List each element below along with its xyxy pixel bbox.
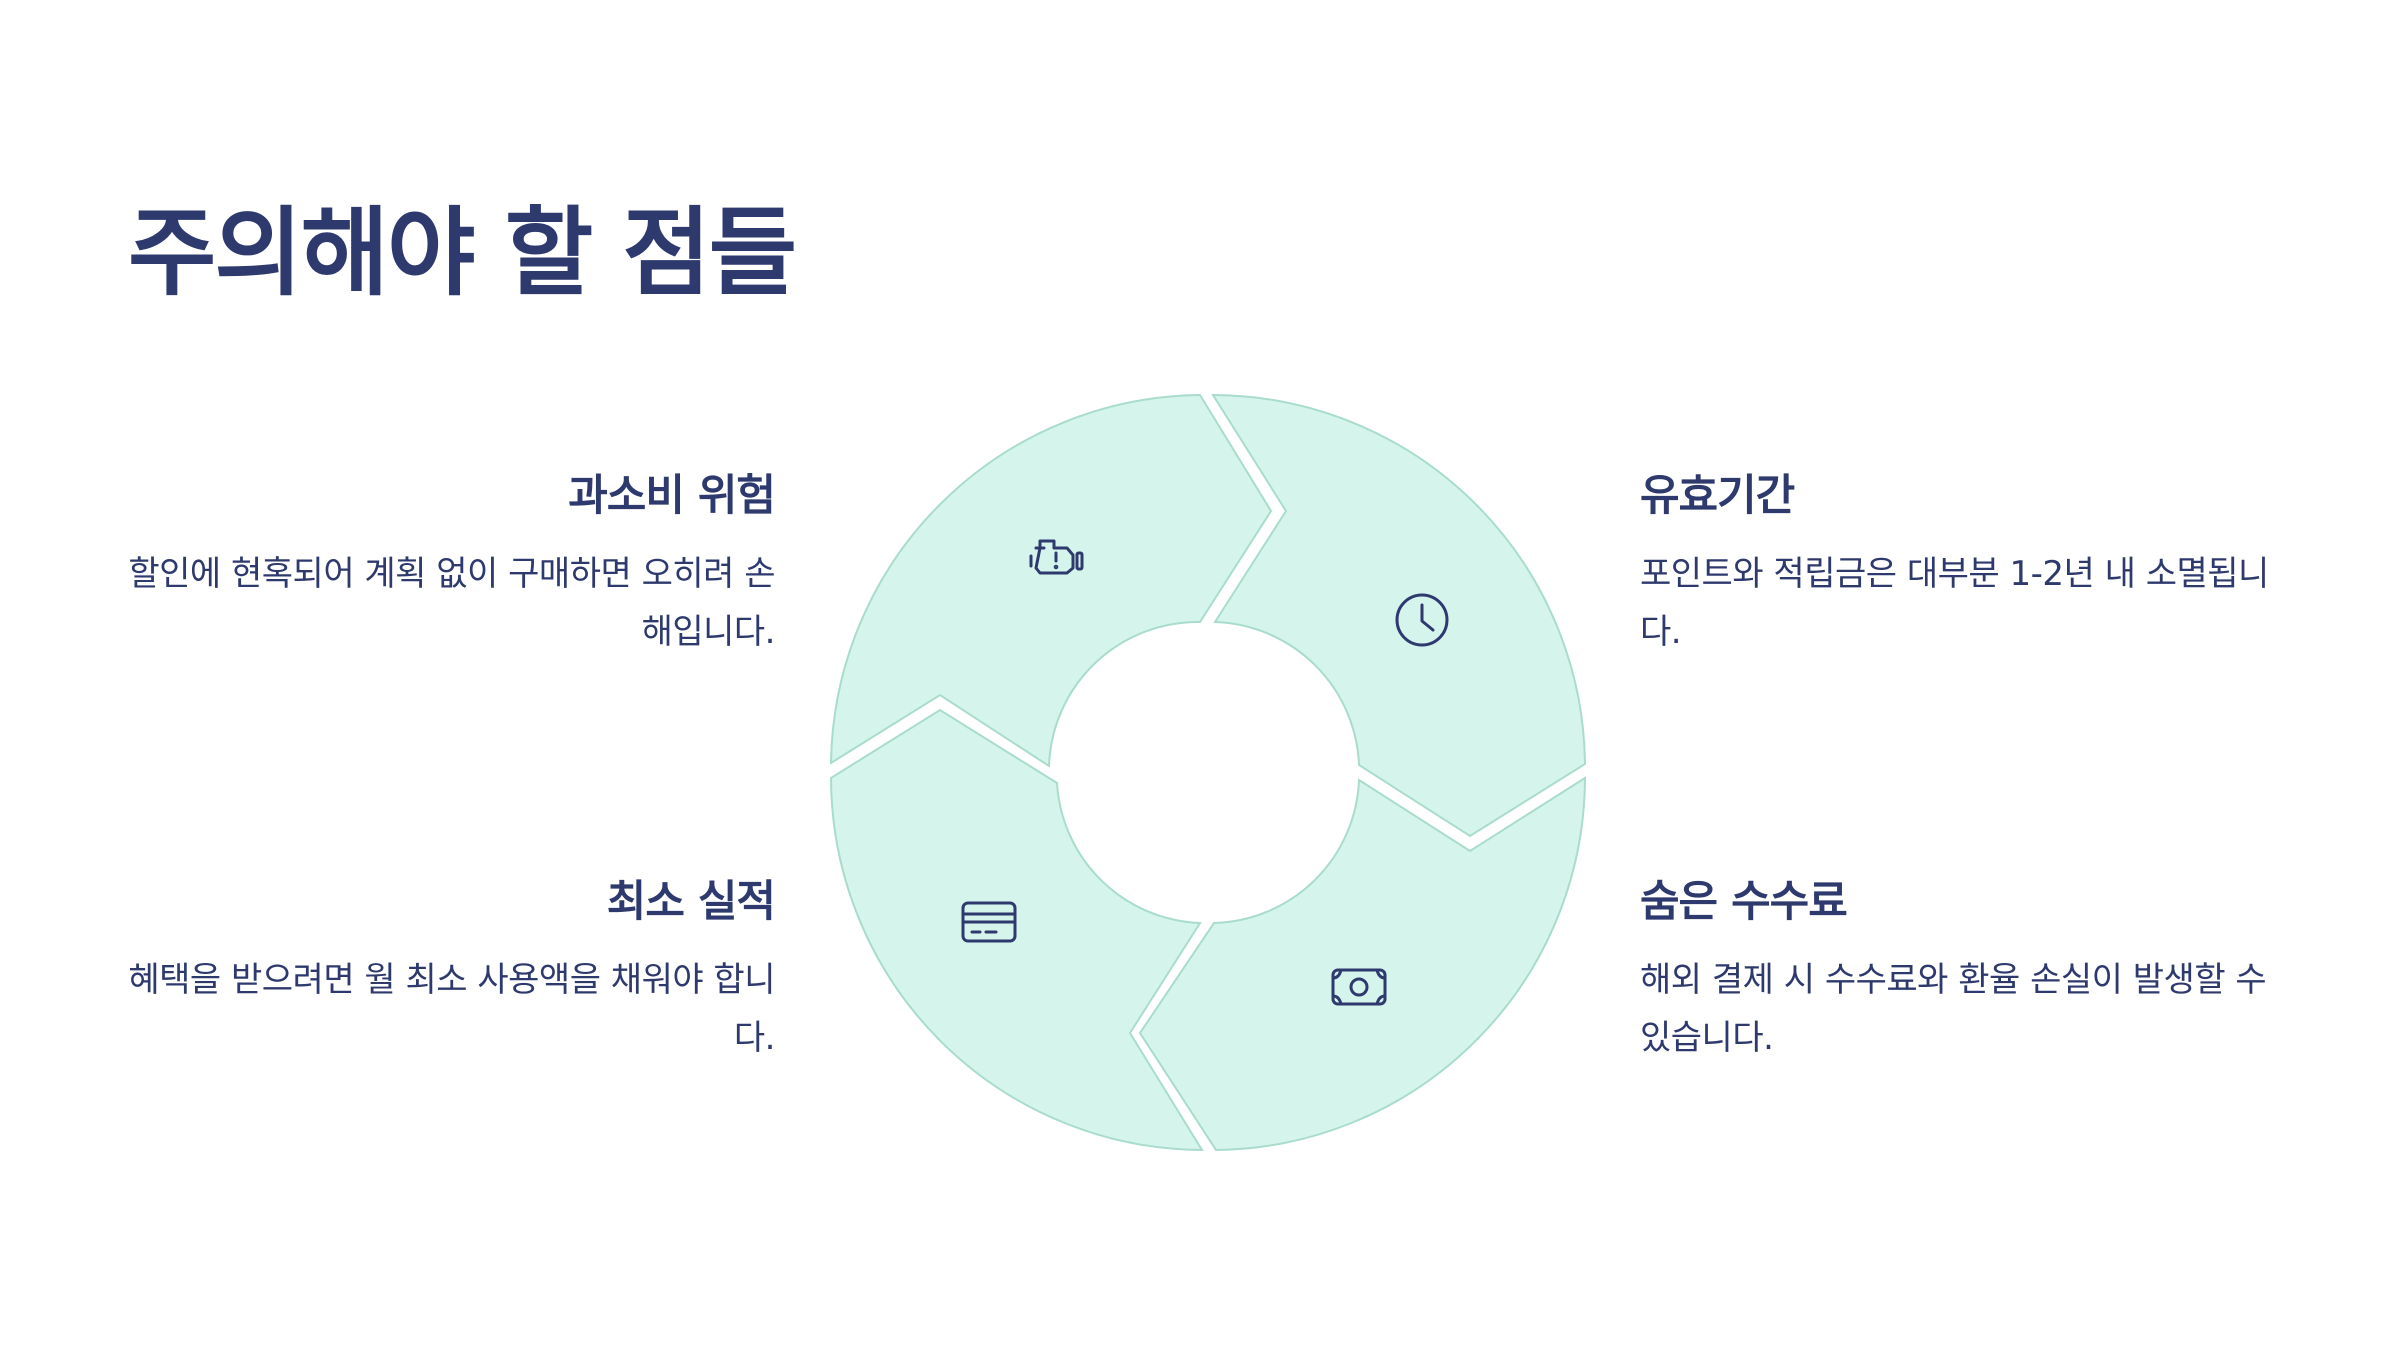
point-description: 혜택을 받으려면 월 최소 사용액을 채워야 합니다.: [128, 959, 775, 1058]
cycle-segment-top-right: [1211, 393, 1587, 838]
point-hidden-fees: 숨은 수수료 해외 결제 시 수수료와 환율 손실이 발생할 수 있습니다.: [1640, 876, 2300, 1067]
point-heading: 최소 실적: [606, 877, 776, 927]
point-expiration: 유효기간 포인트와 적립금은 대부분 1-2년 내 소멸됩니다.: [1640, 470, 2300, 661]
cycle-segment-top-left: [829, 393, 1273, 768]
banknote-icon: [1331, 968, 1387, 1006]
point-heading: 과소비 위험: [568, 471, 776, 521]
engine-warning-icon: [1029, 539, 1084, 575]
cycle-diagram-svg: [829, 393, 1587, 1152]
cycle-segment-bottom-right: [1138, 776, 1587, 1152]
point-minimum-spending: 최소 실적 혜택을 받으려면 월 최소 사용액을 채워야 합니다.: [115, 876, 776, 1067]
point-description: 해외 결제 시 수수료와 환율 손실이 발생할 수 있습니다.: [1640, 959, 2267, 1058]
point-description: 포인트와 적립금은 대부분 1-2년 내 소멸됩니다.: [1640, 553, 2269, 652]
page-title: 주의해야 할 점들: [128, 197, 797, 309]
point-overspending-risk: 과소비 위험 할인에 현혹되어 계획 없이 구매하면 오히려 손해입니다.: [115, 470, 776, 661]
point-heading: 숨은 수수료: [1640, 877, 1848, 927]
point-description: 할인에 현혹되어 계획 없이 구매하면 오히려 손해입니다.: [128, 553, 775, 652]
cycle-diagram: [820, 385, 1600, 1165]
credit-card-icon: [961, 901, 1017, 943]
point-heading: 유효기간: [1640, 471, 1795, 521]
clock-icon: [1395, 593, 1449, 647]
